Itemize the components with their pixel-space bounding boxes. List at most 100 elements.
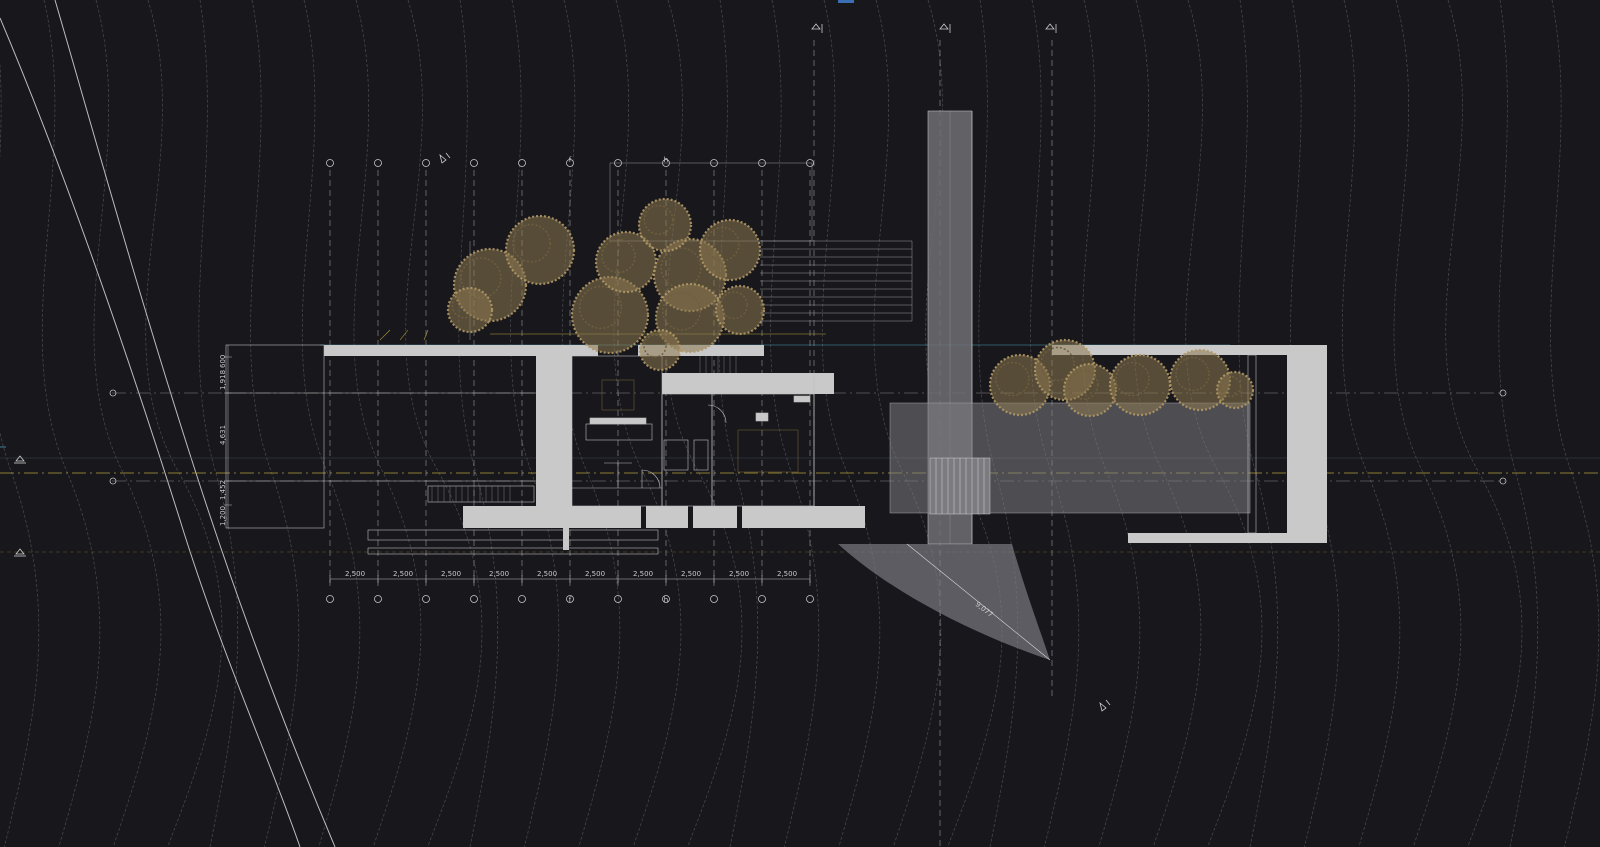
contour-line — [561, 0, 621, 847]
contour-line — [250, 0, 300, 847]
contour-line — [718, 0, 759, 847]
house-walls — [324, 345, 865, 550]
dim-span-label: 2,500 — [681, 570, 701, 578]
contour-line — [198, 0, 239, 847]
grid-bubble — [710, 595, 718, 603]
contour-line — [665, 0, 743, 847]
grid-bubble — [326, 595, 334, 603]
tree-canopy — [594, 230, 658, 294]
site-boundary — [0, 0, 336, 847]
viewport-indicator — [838, 0, 854, 3]
contour-line — [41, 0, 101, 847]
contour-line — [821, 0, 881, 847]
contour-line — [1030, 0, 1080, 847]
tree-canopy — [446, 286, 494, 334]
contour-line — [613, 0, 682, 847]
slope-fan: 9,077 — [838, 543, 1051, 661]
glass-pavilion — [889, 345, 1327, 543]
grid-label: f — [569, 156, 572, 164]
grid-bubble — [326, 159, 334, 167]
dimension-chain-left: 600 1,918 4,631 1,452 1,200 — [219, 345, 232, 528]
grid-bubble — [758, 595, 766, 603]
wall-openings — [641, 506, 742, 528]
grid-bubble — [422, 159, 430, 167]
section-cut-icon — [1099, 699, 1111, 712]
contour-line — [770, 0, 820, 847]
contour-line — [510, 0, 560, 847]
grid-label: h — [664, 596, 668, 604]
grid-bubble — [422, 595, 430, 603]
grid-bubble — [566, 159, 574, 167]
grid-bubble — [518, 595, 526, 603]
tree-canopy — [1215, 370, 1255, 410]
grid-bubble — [806, 595, 814, 603]
dim-span-label: 2,500 — [633, 570, 653, 578]
grid-bubble — [1499, 389, 1507, 397]
dim-span-label: 2,500 — [729, 570, 749, 578]
grid-bubble — [566, 595, 574, 603]
contour-line — [1341, 0, 1401, 847]
contour-line — [145, 0, 223, 847]
dim-left-1452: 1,452 — [219, 480, 227, 500]
dim-span-label: 2,500 — [441, 570, 461, 578]
grid-bubble — [109, 477, 117, 485]
contour-line — [1445, 0, 1523, 847]
contour-line — [405, 0, 483, 847]
grid-bubble — [518, 159, 526, 167]
contour-line — [1290, 0, 1340, 847]
dim-span-label: 2,500 — [393, 570, 413, 578]
section-cut-icon — [1045, 23, 1057, 33]
section-markers — [439, 0, 1111, 712]
tree-canopy — [504, 214, 576, 286]
section-cut-icon — [939, 23, 951, 33]
interior-layout — [225, 329, 826, 555]
tree-canopy — [1108, 353, 1172, 417]
grid-bubble — [470, 159, 478, 167]
dim-span-label: 2,500 — [345, 570, 365, 578]
level-marker-icon — [14, 455, 26, 464]
dim-left-1200: 1,200 — [219, 506, 227, 526]
trees — [446, 197, 1255, 418]
grid-bubble — [614, 595, 622, 603]
level-marker-icon — [14, 548, 26, 557]
grid-label: h — [664, 156, 668, 164]
dim-left-600: 600 — [219, 355, 227, 368]
dim-left-4631: 4,631 — [219, 425, 227, 445]
contour-line — [93, 0, 162, 847]
section-cut-icon — [439, 152, 451, 164]
tree-canopy — [638, 328, 682, 372]
tree-canopy — [570, 275, 650, 355]
dim-span-label: 2,500 — [537, 570, 557, 578]
tree-canopy — [698, 218, 762, 282]
level-markers — [0, 446, 26, 557]
grid-bubble — [662, 595, 670, 603]
dimension-chain-bottom: 2,500 2,500 2,500 2,500 2,500 2,500 2,500 2,500… — [329, 570, 811, 583]
contour-line — [353, 0, 422, 847]
grid-bubble — [374, 159, 382, 167]
grid-bubble — [109, 389, 117, 397]
dim-left-1918: 1,918 — [219, 370, 227, 390]
contour-line — [301, 0, 361, 847]
contour-line — [1550, 0, 1600, 847]
contour-line — [458, 0, 499, 847]
dim-span-label: 2,500 — [585, 570, 605, 578]
section-cut-icon — [811, 23, 823, 33]
tree-canopy — [1062, 362, 1118, 418]
grid-label: f — [569, 596, 572, 604]
dim-span-label: 2,500 — [777, 570, 797, 578]
dim-span-label: 2,500 — [489, 570, 509, 578]
contour-line — [1081, 0, 1141, 847]
tree-canopy — [714, 284, 766, 336]
grid-bubble — [470, 595, 478, 603]
contour-line — [1393, 0, 1462, 847]
contour-line — [1498, 0, 1539, 847]
contour-line — [0, 60, 40, 847]
tree-canopy — [637, 197, 693, 253]
grid-bubble — [374, 595, 382, 603]
contour-line — [1238, 0, 1279, 847]
